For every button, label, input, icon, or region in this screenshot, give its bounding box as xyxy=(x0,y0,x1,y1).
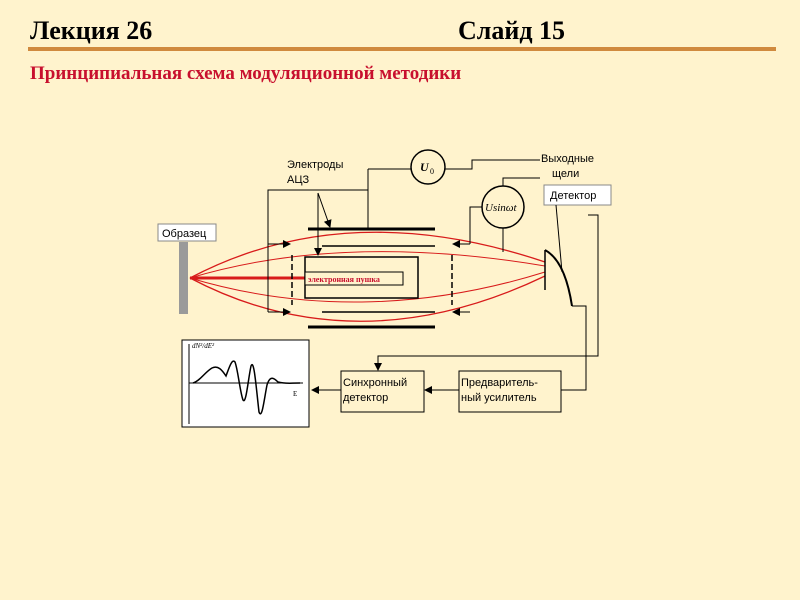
u0-voltage-source xyxy=(410,149,446,185)
wire-modulation-left xyxy=(469,206,482,244)
slide-subtitle: Принципиальная схема модуляционной метод… xyxy=(30,63,462,84)
electrodes-pointer-outer xyxy=(317,192,332,228)
spectrum-derivative-curve xyxy=(192,360,301,415)
preamplifier-label-line2: ный усилитель xyxy=(461,392,537,404)
sync-detector-label-line2: детектор xyxy=(343,392,388,404)
spectrum-plot-ylabel: dN²/dE² xyxy=(192,342,215,350)
wire-modulation-top xyxy=(502,177,540,186)
exit-slits-label-line2: щели xyxy=(552,168,579,180)
preamplifier-box xyxy=(458,370,562,413)
lecture-number: Лекция 26 xyxy=(30,16,153,45)
beam-trajectory-inner-lower xyxy=(189,271,546,303)
exit-slits-label-line1: Выходные xyxy=(541,153,594,165)
sample-label-box xyxy=(157,223,217,242)
preamplifier-label-line1: Предваритель- xyxy=(461,377,538,389)
wire-detector-to-sync xyxy=(374,214,599,371)
electron-gun-label: электронная пушка xyxy=(308,275,380,284)
detector-pointer xyxy=(555,204,563,273)
wire-u0-right xyxy=(445,159,540,170)
detector-label-box xyxy=(543,184,612,206)
modulation-voltage-label: Usinωt xyxy=(485,202,518,214)
electrodes-label-line2: АЦЗ xyxy=(287,174,309,186)
sample-plate xyxy=(179,242,188,314)
detector-cup xyxy=(544,249,573,307)
u0-label: U xyxy=(420,160,430,174)
slide-number: Слайд 15 xyxy=(458,16,565,45)
beam-trajectory-upper xyxy=(189,231,546,279)
sync-detector-label-line1: Синхронный xyxy=(343,377,407,389)
header-divider xyxy=(28,47,776,51)
u0-subscript: 0 xyxy=(430,167,434,176)
beam-trajectory-inner-upper xyxy=(189,251,546,279)
spectrum-plot-xlabel: E xyxy=(293,390,297,398)
electron-gun-label-box xyxy=(304,271,404,286)
electrodes-label-line1: Электроды xyxy=(287,159,343,171)
beam-trajectory-lower xyxy=(189,275,546,322)
detector-label: Детектор xyxy=(550,190,596,202)
wire-detector-to-preamp xyxy=(561,305,587,391)
sample-label: Образец xyxy=(162,228,207,240)
